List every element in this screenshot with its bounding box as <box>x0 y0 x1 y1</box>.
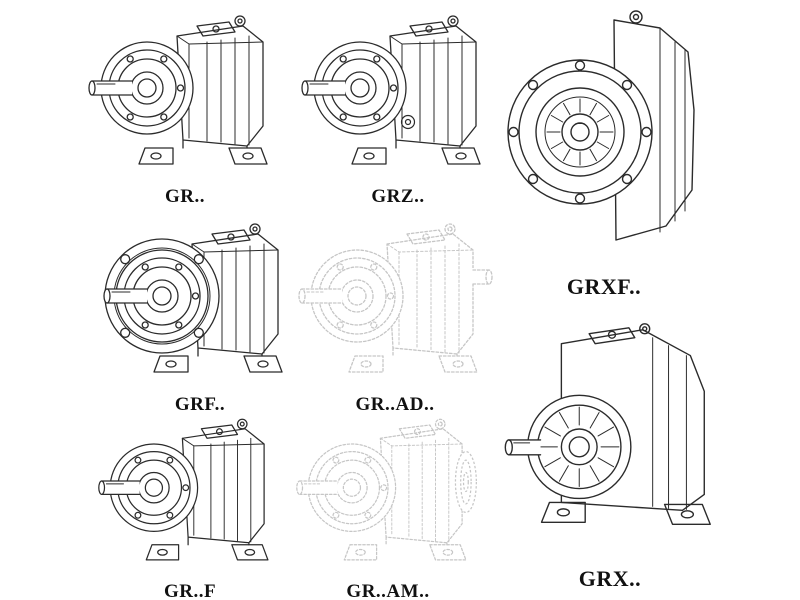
gearbox-figure-gr: GR.. <box>85 2 285 208</box>
foot-mounted-unit <box>504 323 711 525</box>
gearbox-drawing-gr-ad <box>298 223 493 373</box>
gearbox-figure-gr-f: GR..F <box>90 406 290 600</box>
bearing-front-and-shaft <box>301 41 407 135</box>
gearbox-drawing-grz <box>301 15 481 165</box>
gearbox-figure-grf: GRF.. <box>100 210 300 416</box>
gearbox-label-gr-am: GR..AM.. <box>346 581 430 600</box>
gearbox-label-gr-f: GR..F <box>163 581 217 600</box>
gearbox-label-gr-ad: GR..AD.. <box>355 394 435 415</box>
flange-mounted-unit <box>507 10 695 241</box>
bearing-front-and-shaft <box>88 41 194 135</box>
gearbox-figure-gr-ad: GR..AD.. <box>295 210 495 416</box>
gearbox-label-gr: GR.. <box>165 186 205 207</box>
gearbox-label-grz: GRZ.. <box>371 186 425 207</box>
oil-gauge <box>400 114 416 130</box>
gearbox-label-grf: GRF.. <box>174 394 226 415</box>
bearing-front-and-shaft <box>98 443 199 533</box>
gearbox-figure-grxf: GRXF.. <box>494 0 714 300</box>
bearing-front-and-shaft <box>298 249 404 343</box>
gearbox-drawing-grxf <box>507 10 695 241</box>
gearbox-drawing-grf <box>103 223 283 373</box>
gearbox-figure-gr-am: GR..AM.. <box>288 406 488 600</box>
bearing-front-and-shaft <box>296 443 397 533</box>
gearbox-drawing-gr <box>88 15 268 165</box>
motor-flange <box>454 450 477 514</box>
gearbox-drawing-gr-am <box>296 418 477 561</box>
input-adapter-shaft <box>470 267 493 285</box>
gearbox-label-grxf: GRXF.. <box>566 274 642 299</box>
gearbox-drawing-gr-f <box>98 418 269 561</box>
gearbox-figure-grz: GRZ.. <box>298 2 498 208</box>
gearbox-drawing-grx <box>504 323 711 525</box>
gearbox-label-grx: GRX.. <box>578 566 642 591</box>
gearbox-figure-grx: GRX.. <box>495 300 725 592</box>
